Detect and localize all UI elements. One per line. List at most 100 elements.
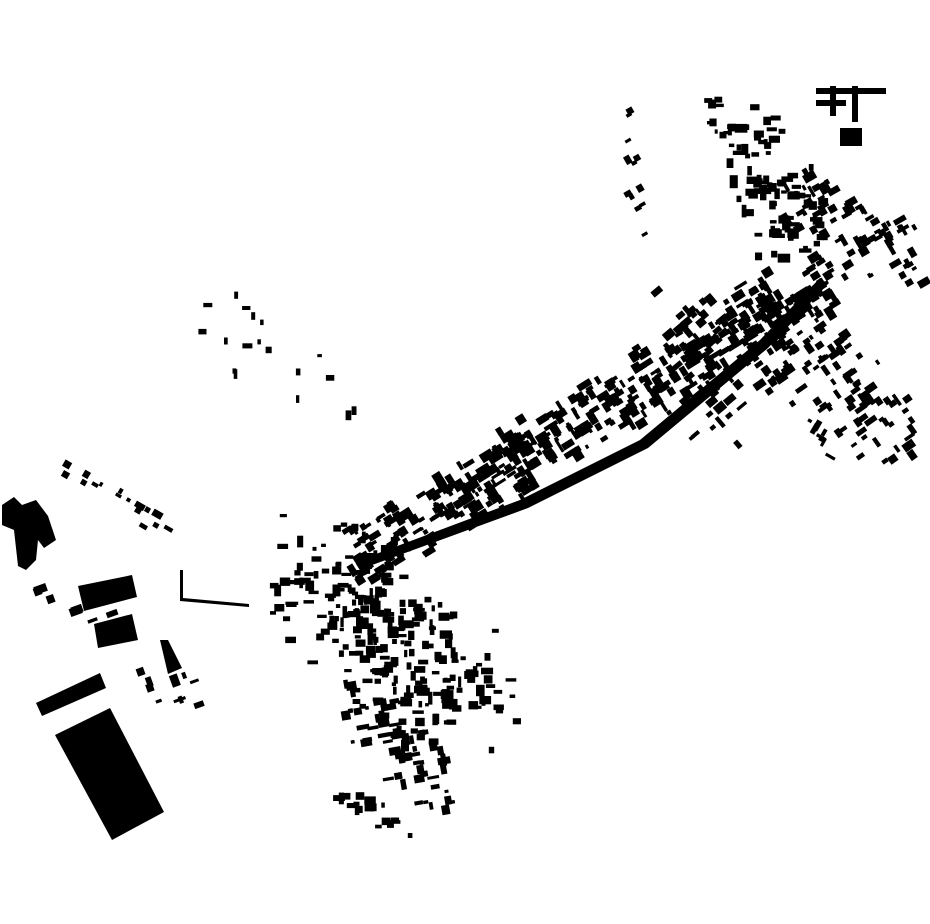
building bbox=[678, 394, 692, 406]
building bbox=[686, 342, 694, 349]
building bbox=[794, 382, 808, 395]
building bbox=[769, 337, 783, 352]
building bbox=[422, 799, 429, 805]
building bbox=[753, 322, 764, 334]
building bbox=[812, 396, 823, 407]
building bbox=[444, 677, 448, 681]
building-industrial bbox=[78, 575, 137, 611]
building bbox=[414, 800, 424, 806]
building bbox=[838, 233, 849, 247]
building bbox=[346, 563, 359, 578]
building bbox=[428, 801, 434, 810]
building bbox=[514, 413, 528, 426]
building bbox=[906, 246, 918, 259]
building bbox=[448, 698, 458, 710]
building bbox=[437, 602, 443, 608]
building bbox=[366, 651, 376, 658]
building bbox=[858, 398, 872, 410]
building bbox=[387, 820, 394, 828]
building bbox=[712, 325, 723, 336]
building bbox=[807, 418, 813, 424]
building bbox=[332, 638, 339, 643]
building bbox=[780, 362, 796, 377]
building bbox=[712, 360, 723, 371]
building bbox=[382, 513, 395, 526]
building bbox=[416, 691, 429, 696]
building bbox=[809, 270, 822, 282]
building bbox=[630, 159, 638, 166]
building bbox=[585, 384, 594, 393]
building bbox=[788, 343, 800, 355]
building bbox=[321, 543, 326, 547]
building bbox=[834, 236, 844, 244]
building bbox=[483, 483, 496, 494]
building bbox=[427, 536, 436, 546]
building bbox=[866, 272, 873, 279]
building bbox=[402, 537, 414, 552]
building bbox=[351, 406, 357, 416]
building bbox=[498, 462, 506, 469]
building bbox=[312, 546, 317, 551]
building bbox=[760, 304, 768, 313]
building bbox=[476, 471, 490, 483]
building bbox=[397, 754, 406, 764]
building bbox=[420, 676, 425, 684]
building bbox=[732, 378, 744, 391]
building bbox=[650, 384, 663, 395]
building bbox=[649, 393, 664, 408]
building bbox=[325, 375, 335, 381]
building bbox=[299, 577, 304, 589]
building bbox=[441, 697, 452, 704]
building-courtyard-ne bbox=[816, 86, 886, 146]
building bbox=[823, 178, 830, 185]
building bbox=[792, 222, 805, 234]
building bbox=[811, 182, 822, 193]
building bbox=[380, 644, 388, 653]
building bbox=[781, 190, 787, 194]
building bbox=[114, 492, 122, 499]
building bbox=[712, 400, 728, 415]
building bbox=[795, 208, 806, 217]
building bbox=[818, 227, 831, 241]
building bbox=[234, 291, 239, 299]
building bbox=[371, 609, 385, 617]
building bbox=[432, 713, 438, 726]
building bbox=[337, 588, 345, 592]
building bbox=[389, 697, 400, 705]
building bbox=[138, 522, 149, 531]
building bbox=[701, 351, 711, 361]
building bbox=[365, 645, 376, 654]
building bbox=[766, 347, 775, 356]
building bbox=[787, 222, 800, 227]
building bbox=[167, 659, 176, 670]
building bbox=[819, 280, 830, 289]
building bbox=[145, 682, 155, 693]
building bbox=[374, 678, 381, 684]
building bbox=[408, 599, 417, 607]
building bbox=[888, 257, 903, 270]
building bbox=[349, 688, 357, 698]
building bbox=[758, 292, 776, 309]
building bbox=[375, 824, 382, 829]
building bbox=[749, 351, 760, 363]
building bbox=[743, 299, 754, 309]
building bbox=[424, 487, 439, 501]
building bbox=[727, 130, 732, 136]
building bbox=[846, 402, 857, 412]
building bbox=[414, 666, 426, 673]
building bbox=[473, 500, 481, 508]
building bbox=[670, 360, 684, 373]
building bbox=[509, 694, 516, 698]
building bbox=[901, 438, 917, 453]
building bbox=[467, 676, 476, 683]
building bbox=[669, 370, 682, 384]
building bbox=[396, 506, 414, 523]
building bbox=[324, 593, 336, 598]
building bbox=[415, 490, 427, 500]
building bbox=[360, 737, 373, 748]
building bbox=[801, 200, 815, 210]
building bbox=[816, 201, 830, 211]
building bbox=[573, 390, 590, 409]
building bbox=[365, 562, 372, 570]
building bbox=[677, 321, 689, 332]
